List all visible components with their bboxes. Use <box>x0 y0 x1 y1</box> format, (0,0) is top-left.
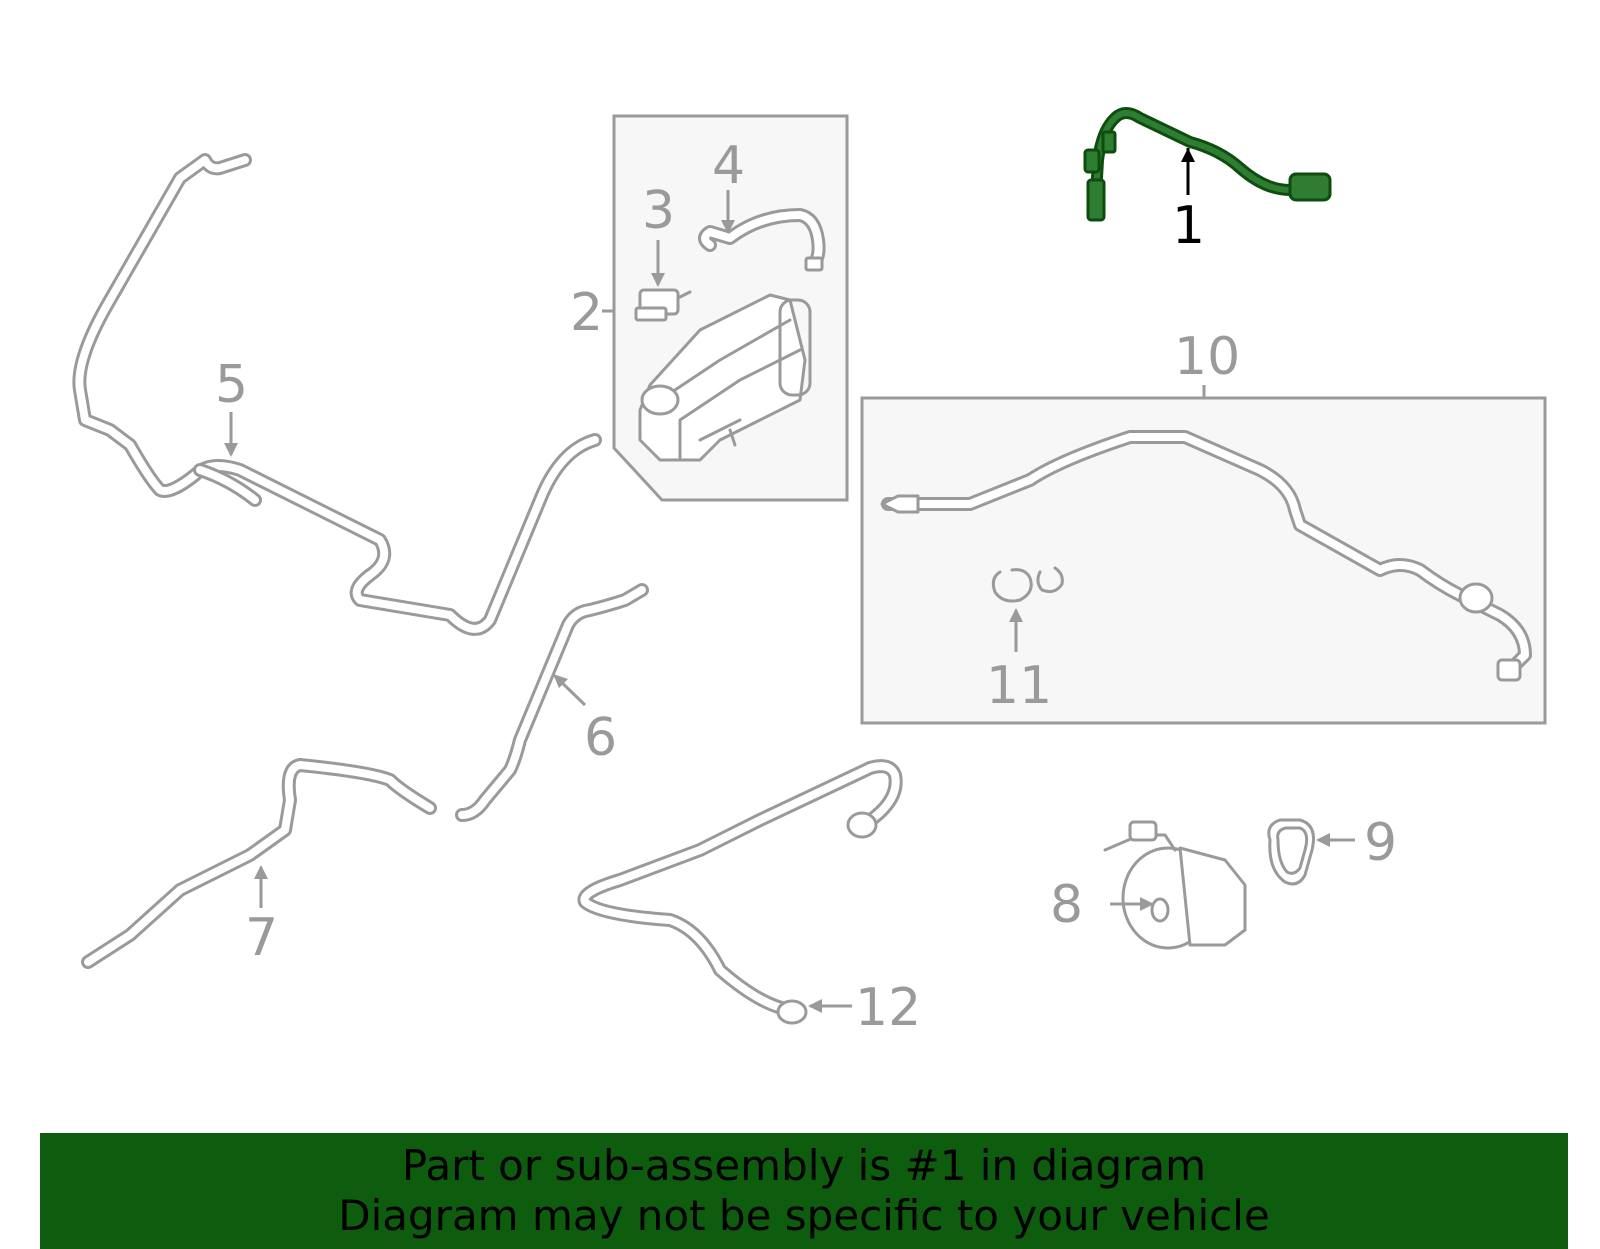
part-5-vapor-line[interactable] <box>72 153 602 636</box>
part-10-vapor-line[interactable] <box>880 430 1532 682</box>
callout-8: 8 <box>1050 875 1083 935</box>
callout-9: 9 <box>1364 813 1397 873</box>
leader-8-arrowhead <box>1140 897 1154 911</box>
leader-3-arrowhead <box>651 273 665 287</box>
callout-5: 5 <box>215 355 248 415</box>
banner-line-1: Part or sub-assembly is #1 in diagram <box>401 1141 1207 1190</box>
part-8-vacuum-pump[interactable] <box>1103 820 1247 950</box>
leader-4-arrowhead <box>721 220 735 234</box>
part-9-gasket[interactable] <box>1267 818 1315 886</box>
part-12-breather-hose[interactable] <box>577 759 903 1025</box>
callout-12: 12 <box>855 978 921 1038</box>
callout-4: 4 <box>712 136 745 196</box>
disclaimer-banner: Part or sub-assembly is #1 in diagram Di… <box>40 1133 1568 1249</box>
part-1-oxygen-sensor[interactable] <box>1083 107 1332 222</box>
callout-2: 2 <box>570 283 603 343</box>
part-7-vapor-line[interactable] <box>81 758 437 969</box>
part-2-vapor-canister[interactable] <box>638 293 812 462</box>
part-6-vapor-line[interactable] <box>455 583 649 822</box>
leader-7-arrowhead <box>254 865 268 879</box>
leader-6-arrowhead <box>553 674 568 688</box>
callout-10: 10 <box>1174 327 1240 387</box>
leader-1-arrowhead <box>1181 148 1195 162</box>
leader-9-arrowhead <box>1316 833 1330 847</box>
part-3-purge-valve[interactable] <box>634 288 692 322</box>
banner-line-2: Diagram may not be specific to your vehi… <box>338 1191 1270 1240</box>
leader-5-arrowhead <box>224 443 238 457</box>
callout-7: 7 <box>245 908 278 968</box>
leader-12-arrowhead <box>808 999 822 1013</box>
part-4-purge-hose[interactable] <box>698 208 826 272</box>
callout-3: 3 <box>642 181 675 241</box>
part-11-hose-clips[interactable] <box>991 566 1064 603</box>
leader-11-arrowhead <box>1009 608 1023 622</box>
callout-11: 11 <box>986 656 1052 716</box>
callout-6: 6 <box>584 708 617 768</box>
callout-1: 1 <box>1172 196 1205 256</box>
